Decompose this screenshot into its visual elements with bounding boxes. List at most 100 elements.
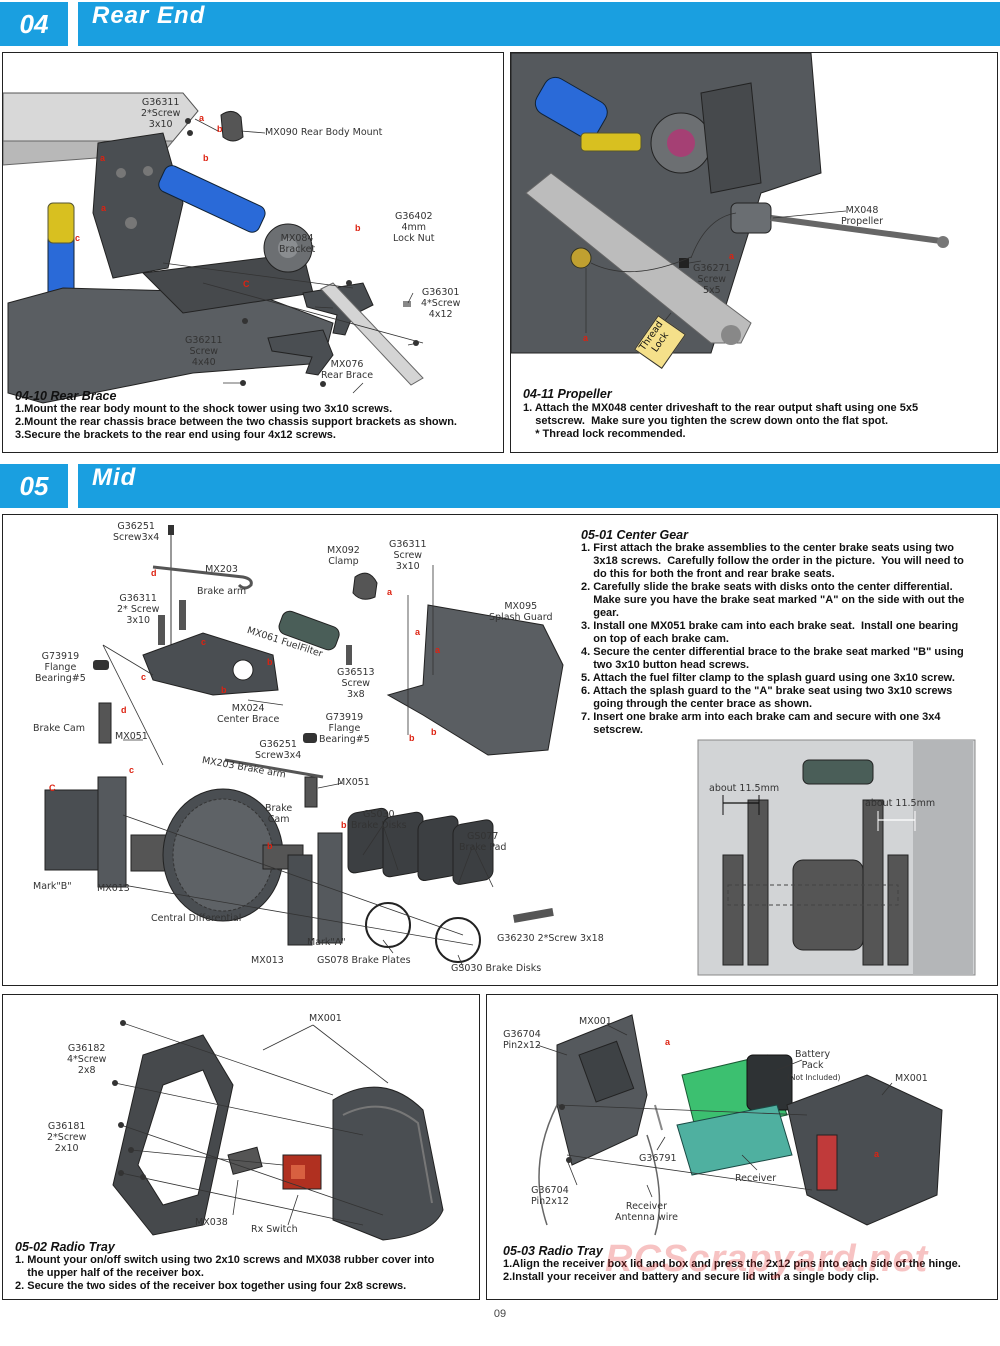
label-mark-a: Mark"A"	[307, 937, 346, 948]
label-g36704: G36704 Pin2x12	[503, 1029, 541, 1051]
step-instructions: 1. First attach the brake assemblies to …	[581, 542, 965, 736]
label-g36301: G36301 4*Screw 4x12	[421, 287, 461, 320]
label-g36181: G36181 2*Screw 2x10	[47, 1121, 87, 1154]
marker-a: a	[729, 251, 735, 261]
label-g36211: G36211 Screw 4x40	[185, 335, 223, 368]
marker-a: a	[435, 645, 441, 655]
label-mx095: MX095 Splash Guard	[489, 601, 553, 623]
page-number: 09	[493, 1308, 507, 1320]
label-g36791: G36791	[639, 1153, 677, 1164]
label-mx001: MX001	[579, 1016, 612, 1027]
label-mx051-2: MX051	[337, 777, 370, 788]
step-title: 05-01 Center Gear	[581, 528, 689, 542]
label-mx090: MX090 Rear Body Mount	[265, 127, 383, 138]
marker-a: a	[415, 627, 421, 637]
label-gs078: GS078 Brake Plates	[317, 955, 411, 966]
step-instructions: 1.Mount the rear body mount to the shock…	[15, 403, 457, 441]
label-receiver: Receiver	[735, 1173, 777, 1184]
label-measure-left: about 11.5mm	[709, 783, 780, 794]
marker-c: c	[129, 765, 135, 775]
marker-b: b	[267, 657, 273, 667]
section-title: Rear End	[92, 2, 206, 29]
label-mx013-2: MX013	[251, 955, 284, 966]
label-g36311: G36311 Screw 3x10	[389, 539, 427, 572]
label-g36311-2: G36311 2* Screw 3x10	[117, 593, 160, 626]
propeller-illustration	[511, 53, 949, 354]
label-mx038: MX038	[195, 1217, 228, 1228]
label-g36182: G36182 4*Screw 2x8	[67, 1043, 107, 1076]
marker-b: b	[341, 820, 347, 830]
label-g73919-2: G73919 Flange Bearing#5	[319, 712, 370, 745]
label-mx024: MX024 Center Brace	[217, 703, 280, 725]
marker-a: a	[665, 1037, 671, 1047]
radio-tray-1-illustration	[112, 1020, 444, 1241]
label-measure-right: about 11.5mm	[865, 798, 936, 809]
label-mx203: MX203 Brake arm	[197, 564, 247, 597]
marker-c: C	[243, 279, 250, 289]
label-central-differential: Central Differential	[151, 913, 242, 924]
step-instructions: 1. Attach the MX048 center driveshaft to…	[523, 402, 919, 440]
marker-d: d	[121, 705, 127, 715]
panel-radio-tray-2: a a G36704 Pin2x12 MX001 Battery Pack (N…	[486, 994, 998, 1300]
marker-c: c	[141, 672, 147, 682]
marker-b: b	[267, 841, 273, 851]
label-mx084: MX084 Bracket	[279, 233, 316, 255]
panel-propeller: a a MX048 Propeller G36271 Screw 5x5 Thr…	[510, 52, 998, 453]
section-title: Mid	[92, 464, 137, 491]
marker-a: a	[199, 113, 205, 123]
label-mx092: MX092 Clamp	[327, 545, 360, 567]
label-mx048: MX048 Propeller	[841, 205, 883, 227]
label-brake-cam: Brake Cam	[33, 723, 85, 734]
marker-a: a	[100, 153, 106, 163]
label-gs077: GS077 Brake Pad	[459, 831, 507, 853]
panel-radio-tray-1: MX001 G36182 4*Screw 2x8 G36181 2*Screw …	[2, 994, 480, 1300]
marker-c: C	[49, 783, 56, 793]
label-not-included: (Not Included)	[787, 1073, 841, 1082]
marker-a: a	[101, 203, 107, 213]
panel-center-gear: d c c b b a a a b b d C c b b G36251 Scr…	[2, 514, 998, 986]
label-mx013: MX013	[97, 883, 130, 894]
label-battery-pack: Battery Pack	[795, 1049, 831, 1071]
label-g36251-2: G36251 Screw3x4	[255, 739, 302, 761]
watermark: RCScrapyard.net	[605, 1238, 929, 1280]
marker-c: c	[201, 637, 207, 647]
section-band-04: 04 Rear End	[0, 2, 1000, 46]
section-number: 04	[0, 2, 68, 46]
step-instructions: 1. Mount your on/off switch using two 2x…	[15, 1254, 435, 1292]
label-antenna-wire: Receiver Antenna wire	[615, 1201, 678, 1223]
marker-a: a	[874, 1149, 880, 1159]
marker-b: b	[221, 685, 227, 695]
label-brake-cam-2: Brake Cam	[265, 803, 293, 825]
marker-d: d	[151, 568, 157, 578]
label-g36402: G36402 4mm Lock Nut	[393, 211, 435, 244]
label-mx051: MX051	[115, 731, 148, 742]
marker-a: a	[387, 587, 393, 597]
label-mx076: MX076 Rear Brace	[321, 359, 374, 381]
marker-b: b	[203, 153, 209, 163]
label-mark-b: Mark"B"	[33, 881, 72, 892]
label-g36271: G36271 Screw 5x5	[693, 263, 731, 296]
label-gs030-2: GS030 Brake Disks	[451, 963, 542, 974]
step-title: 04-10 Rear Brace	[15, 389, 117, 403]
label-mx001-2: MX001	[895, 1073, 928, 1084]
label-g36311: G36311 2*Screw 3x10	[141, 97, 181, 130]
center-gear-illustration	[44, 525, 976, 976]
label-g36513: G36513 Screw 3x8	[337, 667, 375, 700]
marker-b: b	[431, 727, 437, 737]
step-title: 04-11 Propeller	[523, 387, 612, 401]
step-title: 05-02 Radio Tray	[15, 1240, 115, 1254]
label-g36251: G36251 Screw3x4	[113, 521, 160, 543]
label-g36704-2: G36704 Pin2x12	[531, 1185, 569, 1207]
panel-rear-brace: a b a b a c b C G36311 2*Screw 3x10 MX09…	[2, 52, 504, 453]
step-instructions: 1.Align the receiver box lid and box and…	[503, 1258, 961, 1283]
section-band-05: 05 Mid	[0, 464, 1000, 508]
label-gs030: GS030 Brake Disks	[351, 809, 407, 831]
label-mx001: MX001	[309, 1013, 342, 1024]
marker-b: b	[217, 124, 223, 134]
marker-a: a	[583, 333, 589, 343]
radio-tray-2-illustration	[536, 1014, 943, 1236]
marker-b: b	[355, 223, 361, 233]
section-number: 05	[0, 464, 68, 508]
marker-c: c	[75, 233, 81, 243]
label-rx-switch: Rx Switch	[251, 1224, 298, 1235]
